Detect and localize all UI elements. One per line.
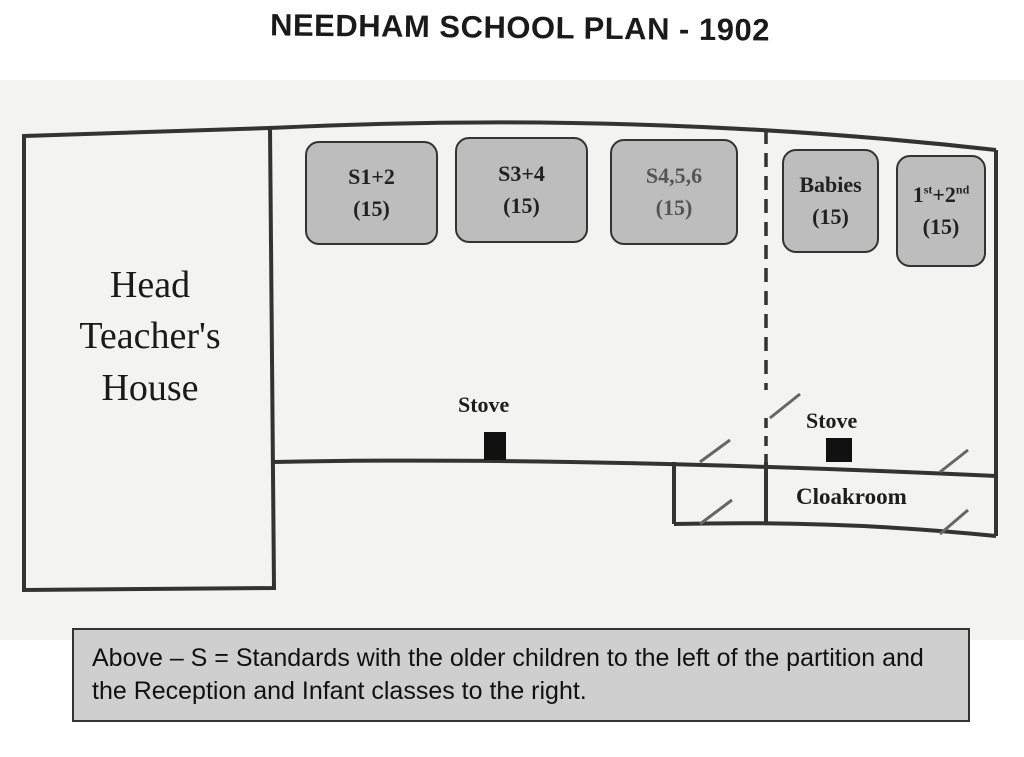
room-count: (15) xyxy=(503,193,540,218)
cloakroom-label: Cloakroom xyxy=(796,484,907,509)
room-babies: Babies (15) xyxy=(782,149,879,253)
caption-box: Above – S = Standards with the older chi… xyxy=(72,628,970,722)
room-1st-2nd: 1st+2nd (15) xyxy=(896,155,986,267)
floor-plan xyxy=(22,120,998,593)
caption-text: Above – S = Standards with the older chi… xyxy=(92,644,924,705)
room-s3-4: S3+4 (15) xyxy=(455,137,588,243)
door-mark xyxy=(699,438,731,464)
room-label: S1+2 xyxy=(348,164,395,190)
door-mark xyxy=(939,508,969,536)
stove-icon xyxy=(484,432,506,460)
door-mark xyxy=(699,498,733,526)
room-count: (15) xyxy=(812,204,849,229)
room-label: S3+4 xyxy=(498,161,545,187)
stove-label: Stove xyxy=(458,392,510,417)
door-mark xyxy=(939,448,969,474)
room-label: Babies xyxy=(799,172,862,198)
room-s4-5-6: S4,5,6 (15) xyxy=(610,139,738,245)
room-s1-2: S1+2 (15) xyxy=(305,141,438,245)
house-label-line: House xyxy=(101,366,199,409)
head-teachers-house-outline xyxy=(22,125,277,593)
schoolroom-top-wall xyxy=(269,120,997,152)
door-mark xyxy=(769,392,801,420)
house-label-line: Head xyxy=(109,264,191,306)
head-teachers-house-label: Head Teacher's House xyxy=(28,260,272,414)
room-count: (15) xyxy=(655,195,693,220)
schoolroom-bottom-wall xyxy=(273,458,997,478)
house-label-line: Teacher's xyxy=(79,315,221,358)
annex-bottom-wall xyxy=(673,521,997,538)
room-label: 1st+2nd xyxy=(912,182,970,208)
room-count: (15) xyxy=(353,196,390,221)
stove-icon xyxy=(826,438,852,462)
room-label: S4,5,6 xyxy=(645,163,703,189)
room-count: (15) xyxy=(922,214,960,239)
stove-label: Stove xyxy=(806,408,858,433)
